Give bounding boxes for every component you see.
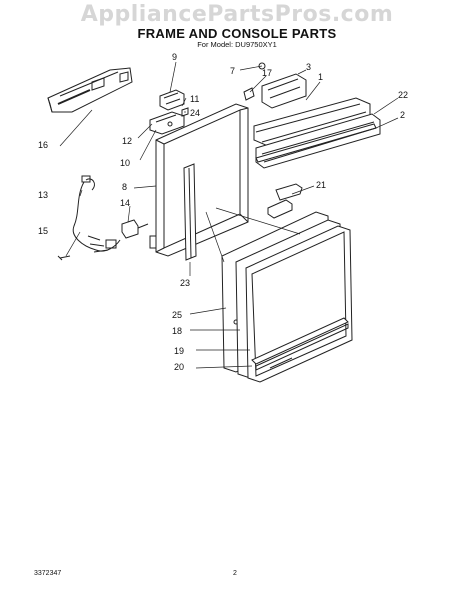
callout-20: 20 [174,362,184,372]
callout-24: 24 [190,108,200,118]
callout-7: 7 [230,66,235,76]
callout-23: 23 [180,278,190,288]
callout-1: 1 [318,72,323,82]
part-13-wire-harness [72,175,121,253]
part-17-clip [243,87,255,101]
callout-9: 9 [172,52,177,62]
callout-15: 15 [38,226,48,236]
callout-8: 8 [122,182,127,192]
callout-13: 13 [38,190,48,200]
part-7-screw [258,62,266,70]
callout-17: 17 [262,68,272,78]
leader-lines [59,61,399,369]
callout-21: 21 [316,180,326,190]
part-14-switch [121,219,149,239]
part-15-screw [57,255,71,261]
part-22-console-front [255,113,381,169]
callout-labels: 16 9 11 24 12 10 8 13 14 15 7 17 3 1 22 … [38,52,408,372]
part-19-outer-panel [245,225,353,383]
part-16-console-bracket [47,67,133,113]
model-subtitle: For Model: DU9750XY1 [197,40,277,49]
callout-16: 16 [38,140,48,150]
document-number: 3372347 [34,570,62,577]
callout-25: 25 [172,310,182,320]
part-10-latch-housing [149,111,185,135]
part-24-screw [181,107,189,117]
callout-10: 10 [120,158,130,168]
callout-12: 12 [122,136,132,146]
part-20-bottom-trim [251,317,349,371]
callout-19: 19 [174,346,184,356]
diagram-title: FRAME AND CONSOLE PARTS [137,26,337,41]
callout-2: 2 [400,110,405,120]
part-21-bracket [267,183,303,219]
part-8-door-frame [149,103,249,257]
callout-3: 3 [306,62,311,72]
site-watermark: AppliancePartsPros.com [80,2,394,27]
callout-22: 22 [398,90,408,100]
part-9-latch-assembly [159,89,185,111]
page-number: 2 [233,570,237,577]
callout-14: 14 [120,198,130,208]
callout-18: 18 [172,326,182,336]
part-23-side-strip [183,163,197,261]
callout-11: 11 [190,94,199,104]
part-3-control-module [261,73,307,109]
